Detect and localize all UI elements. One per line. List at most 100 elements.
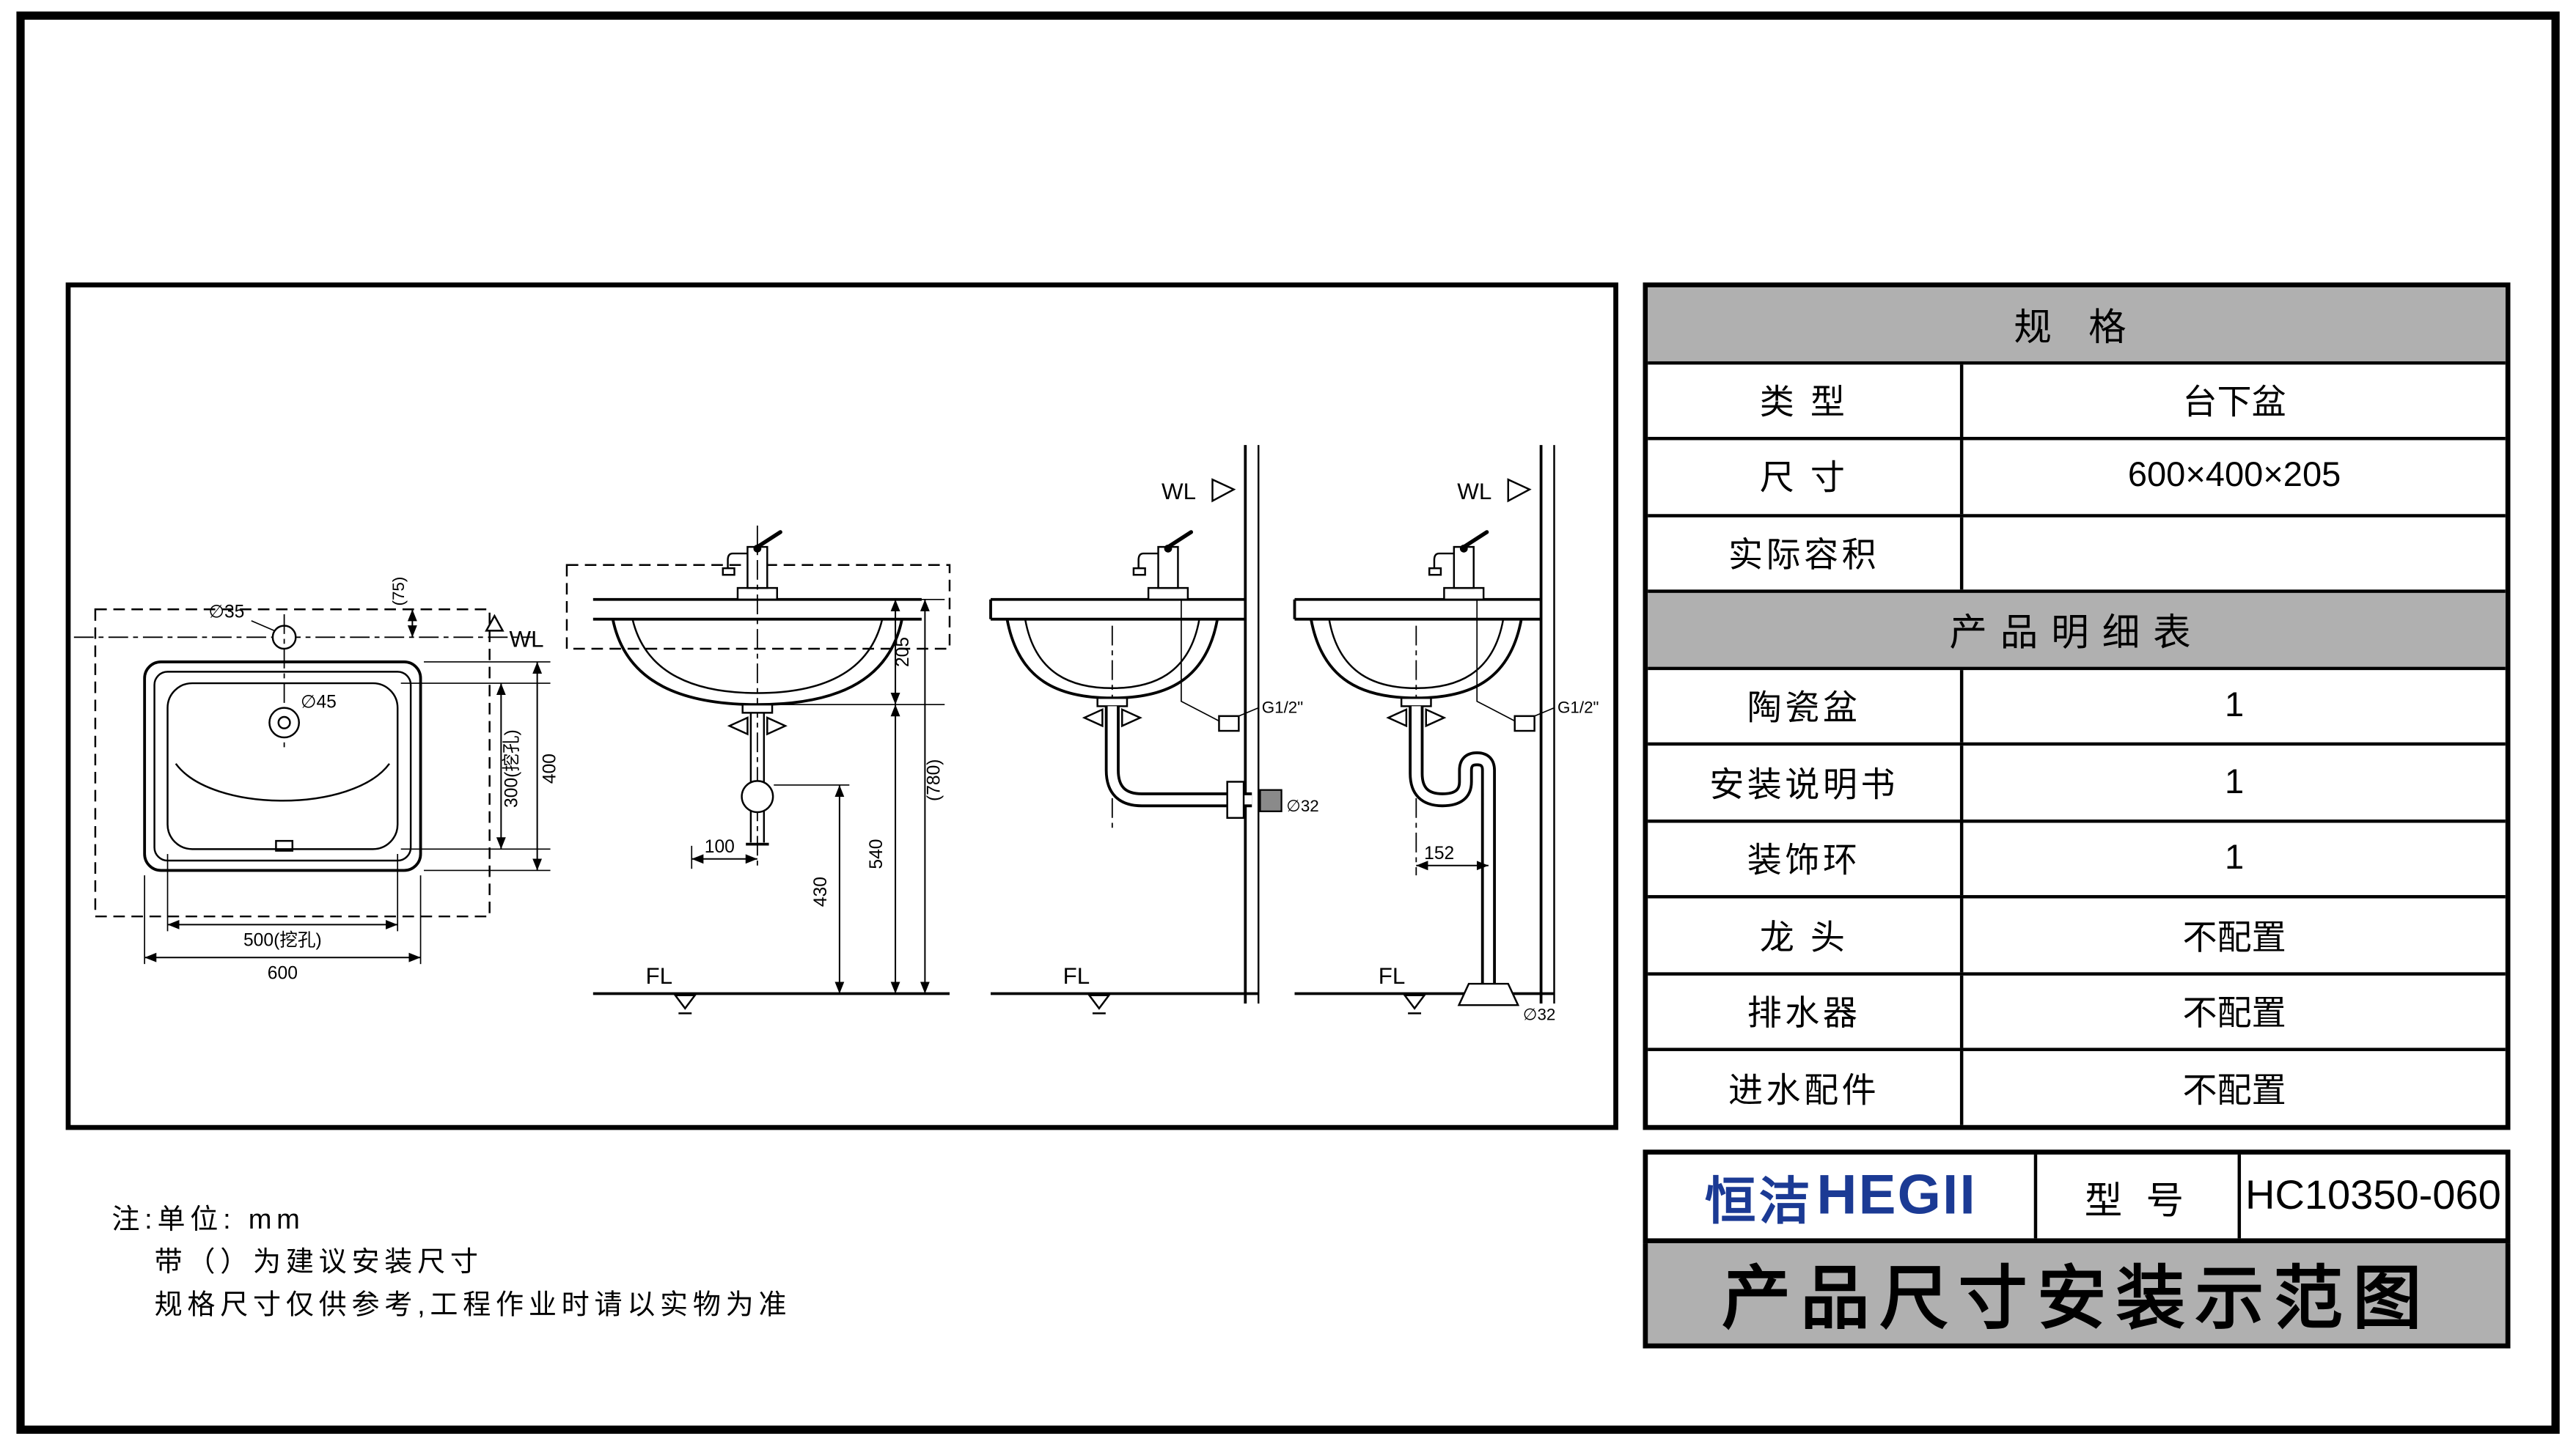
detail-row-label: 进水配件 (1648, 1051, 1964, 1125)
detail-row-manual: 安装说明书 1 (1648, 743, 2506, 820)
drain-union (741, 780, 774, 814)
top-view: WL ∅35 ∅45 300(挖孔) 400 (73, 577, 559, 983)
detail-row-value: 不配置 (2182, 995, 2286, 1034)
note-line-1: 注:单位: mm (111, 1204, 305, 1235)
spec-row-label: 尺 寸 (1648, 440, 1964, 514)
dim-300-label: 300(挖孔) (502, 729, 522, 808)
dim-205-label: 205 (893, 637, 913, 667)
detail-row-drain: 排水器 不配置 (1648, 972, 2506, 1049)
drain-flange (1096, 696, 1129, 707)
drain-flange (741, 703, 774, 714)
fl-label: FL (646, 963, 673, 989)
angle-valve (1513, 715, 1535, 732)
spec-row-label: 类 型 (1648, 364, 1964, 438)
detail-row-label: 龙 头 (1648, 899, 1964, 973)
front-view: 100 205 540 (780) 430 FL (565, 525, 951, 1015)
dia35-label: ∅35 (209, 602, 245, 622)
brand-logo: 恒洁 HEGII (1648, 1155, 2038, 1239)
detail-row-value: 不配置 (2182, 1072, 2286, 1110)
outer-frame (16, 11, 2560, 1434)
drawing-title-banner: 产品尺寸安装示范图 (1643, 1243, 2511, 1349)
notes: 注:单位: mm 带（）为建议安装尺寸 规格尺寸仅供参考,工程作业时请以实物为准 (111, 1199, 791, 1328)
wl-label: WL (1457, 479, 1491, 504)
spec-header-label: 规 格 (2014, 306, 2140, 349)
wall-drain-view: WL FL ∅32 (989, 445, 1319, 1015)
dim-540-label: 540 (867, 839, 887, 869)
faucet-icon (1134, 532, 1191, 600)
overflow-slot (275, 839, 294, 852)
brand-english: HEGII (1816, 1164, 1977, 1227)
detail-row-label: 装饰环 (1648, 822, 1964, 896)
brand-chinese: 恒洁 (1704, 1172, 1813, 1231)
note-line-2: 带（）为建议安装尺寸 (154, 1246, 483, 1278)
note-line-3: 规格尺寸仅供参考,工程作业时请以实物为准 (154, 1289, 792, 1321)
spec-table: 规 格 类 型 台下盆 尺 寸 600×400×205 实际容积 产品明细表 陶… (1643, 282, 2511, 1130)
model-value: HC10350-060 (2245, 1172, 2501, 1219)
g12-label: G1/2" (1262, 698, 1304, 716)
fl-label: FL (1063, 963, 1090, 989)
dia32-label: ∅32 (1523, 1005, 1555, 1023)
floor-outlet-flange (1457, 982, 1520, 1006)
detail-row-label: 安装说明书 (1648, 745, 1964, 820)
detail-row-inlet: 进水配件 不配置 (1648, 1048, 2506, 1125)
dim-400-label: 400 (540, 754, 559, 784)
detail-row-value: 1 (2224, 762, 2245, 801)
title-block-top-row: 恒洁 HEGII 型 号 HC10350-060 (1643, 1149, 2511, 1244)
spec-row-size: 尺 寸 600×400×205 (1648, 437, 2506, 514)
g12-label: G1/2" (1557, 698, 1599, 716)
supply-hose (1476, 599, 1519, 724)
detail-header: 产品明细表 (1648, 589, 2506, 667)
spec-row-type: 类 型 台下盆 (1648, 360, 2506, 438)
supply-hose (1181, 599, 1223, 724)
dia32-label: ∅32 (1286, 797, 1318, 815)
spec-row-value: 台下盆 (2182, 383, 2286, 422)
spec-row-value (1963, 517, 2505, 590)
basin-outer-rim (143, 660, 422, 872)
detail-header-label: 产品明细表 (1949, 611, 2204, 655)
floor-drain-view: WL FL ∅32 152 (1293, 445, 1599, 1023)
faucet-hole-basin (268, 707, 301, 739)
detail-row-ring: 装饰环 1 (1648, 819, 2506, 896)
installation-drawing: WL ∅35 ∅45 300(挖孔) 400 (73, 445, 1599, 1023)
basin-cutout (166, 682, 399, 850)
dim-75-label: (75) (389, 577, 408, 606)
drain-flange (1400, 696, 1432, 707)
faucet-icon (1429, 532, 1486, 600)
detail-row-value: 1 (2224, 686, 2245, 725)
drawing-panel: WL ∅35 ∅45 300(挖孔) 400 (65, 282, 1618, 1130)
detail-row-faucet: 龙 头 不配置 (1648, 895, 2506, 973)
spec-row-value: 600×400×205 (2127, 457, 2341, 496)
wl-label: WL (1162, 479, 1196, 504)
detail-row-label: 陶瓷盆 (1648, 669, 1964, 743)
dim-100-label: 100 (705, 837, 735, 857)
basin-inner-rim (153, 671, 412, 862)
level-triangle-icon (1403, 994, 1425, 1015)
dia45-label: ∅45 (301, 693, 337, 713)
level-triangle-icon (674, 994, 696, 1015)
wl-triangle-icon (1211, 478, 1236, 503)
title-block: 恒洁 HEGII 型 号 HC10350-060 产品尺寸安装示范图 (1643, 1149, 2511, 1349)
fl-label: FL (1379, 963, 1406, 989)
level-triangle-icon (1088, 994, 1110, 1015)
wall-outlet (1259, 789, 1283, 812)
wl-triangle-icon (485, 614, 504, 632)
dim-600-label: 600 (268, 963, 298, 983)
detail-row-value: 1 (2224, 839, 2245, 877)
wl-label: WL (510, 627, 544, 652)
detail-row-value: 不配置 (2182, 918, 2286, 957)
dim-500-label: 500(挖孔) (243, 930, 322, 951)
spec-row-label: 实际容积 (1648, 516, 1964, 590)
model-label: 型 号 (2037, 1155, 2242, 1239)
wall-escutcheon (1226, 781, 1245, 820)
wl-triangle-icon (1507, 478, 1532, 503)
dim-780-label: (780) (925, 759, 944, 801)
dim-152-label: 152 (1424, 844, 1454, 864)
angle-valve (1218, 715, 1240, 732)
spec-row-capacity: 实际容积 (1648, 513, 2506, 590)
dim-430-label: 430 (811, 877, 831, 907)
detail-row-basin: 陶瓷盆 1 (1648, 666, 2506, 743)
countertop-outline-dashed (94, 608, 491, 918)
bowl-curve (175, 763, 390, 802)
detail-row-label: 排水器 (1648, 975, 1964, 1049)
